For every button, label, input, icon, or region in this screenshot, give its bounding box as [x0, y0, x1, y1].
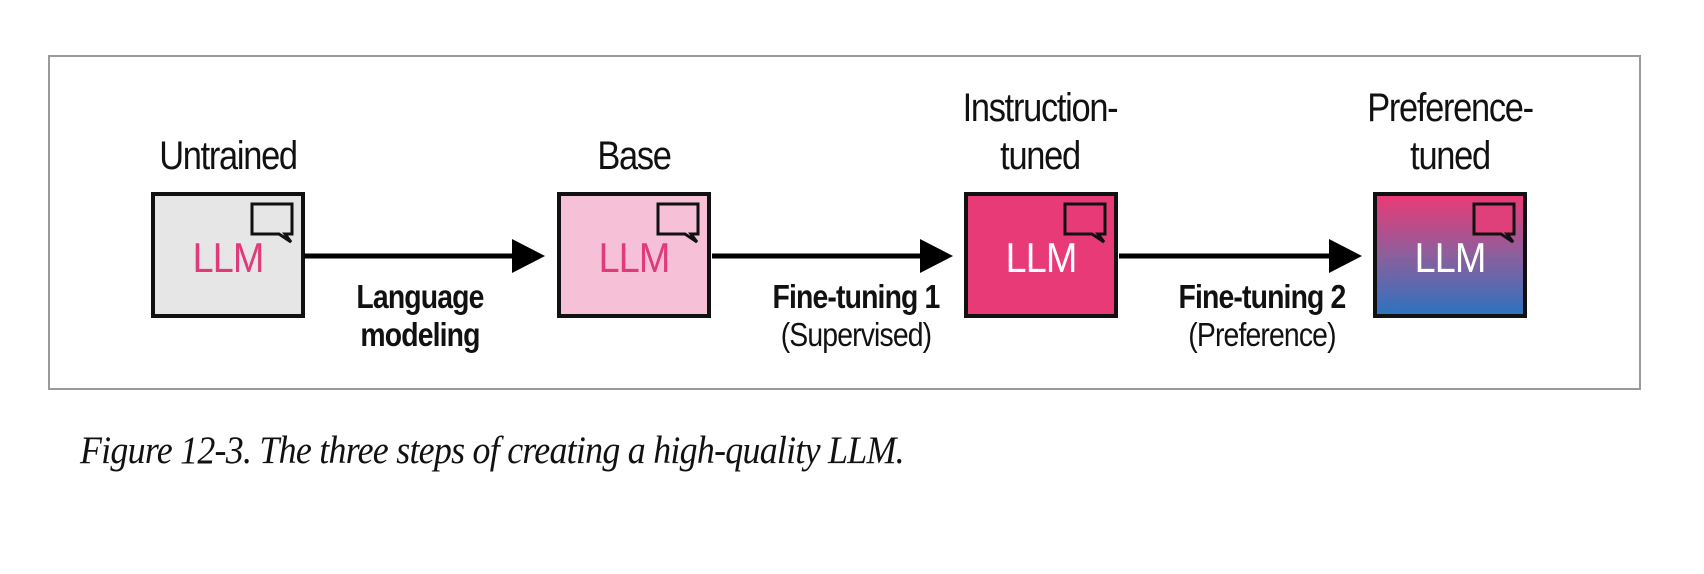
figure-caption: Figure 12-3. The three steps of creating… [80, 429, 905, 472]
speech-bubble-icon [1063, 202, 1107, 244]
transition-label-fine-tuning-1: Fine-tuning 1 (Supervised) [744, 278, 968, 354]
transition-label-line1: Language [356, 278, 484, 315]
transition-label-line2: (Supervised) [780, 316, 932, 353]
llm-label: LLM [1005, 234, 1078, 281]
transition-label-language-modeling: Language modeling [334, 278, 506, 354]
transition-label-fine-tuning-2: Fine-tuning 2 (Preference) [1150, 278, 1374, 354]
llm-box-base: LLM [557, 192, 711, 318]
transition-label-line2: (Preference) [1188, 316, 1336, 353]
stage-title-untrained: Untrained [159, 134, 298, 178]
speech-bubble-icon [1472, 202, 1516, 244]
llm-box-untrained: LLM [151, 192, 305, 318]
stage-title-base: Base [597, 134, 672, 178]
speech-bubble-icon [656, 202, 700, 244]
llm-label: LLM [1414, 234, 1487, 281]
speech-bubble-icon [250, 202, 294, 244]
transition-label-line1: Fine-tuning 2 [1178, 278, 1347, 315]
llm-box-instruction-tuned: LLM [964, 192, 1118, 318]
arrow-icon [1119, 239, 1362, 273]
arrow-icon [304, 239, 545, 273]
arrow-icon [712, 239, 953, 273]
transition-label-line1: Fine-tuning 1 [772, 278, 941, 315]
llm-label: LLM [192, 234, 265, 281]
llm-label: LLM [598, 234, 671, 281]
llm-box-preference-tuned: LLM [1373, 192, 1527, 318]
stage-title-preference-tuned: Preference- tuned [1367, 86, 1534, 178]
stage-title-instruction-tuned: Instruction- tuned [962, 86, 1119, 178]
transition-label-line2: modeling [360, 316, 480, 353]
